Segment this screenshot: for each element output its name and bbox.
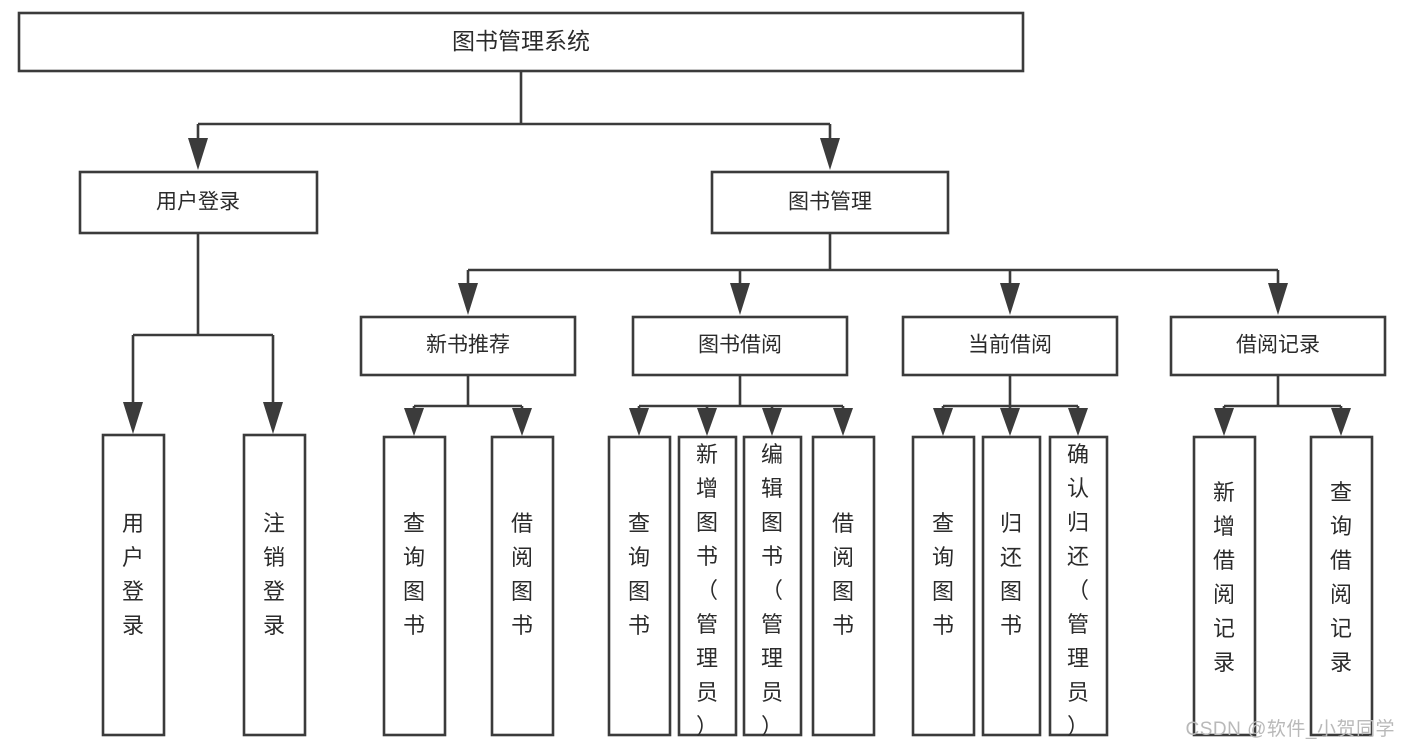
leaf-return-book[interactable]: 归还图书 — [981, 435, 1042, 737]
arrow-leaf-query-borrow-record — [1331, 408, 1351, 436]
arrow-leaf-query-book-1 — [404, 408, 424, 436]
leaf-return-book-label: 归还图书 — [1000, 511, 1022, 638]
arrow-leaf-query-book-2 — [629, 408, 649, 436]
node-book-borrow[interactable]: 图书借阅 — [631, 315, 849, 377]
arrow-borrow-record — [1268, 283, 1288, 315]
leaf-return-book-box — [981, 435, 1042, 737]
leaf-query-book-2-box — [607, 435, 672, 737]
leaf-confirm-return-admin[interactable]: 确认归还（管理员） — [1048, 435, 1109, 739]
arrow-leaf-logout-login — [263, 402, 283, 434]
leaf-query-book-1-box — [382, 435, 447, 737]
leaf-borrow-book-1-label: 借阅图书 — [511, 511, 533, 638]
leaf-logout-login[interactable]: 注销登录 — [242, 433, 307, 737]
node-borrow-record[interactable]: 借阅记录 — [1169, 315, 1387, 377]
leaf-add-borrow-record-label: 新增借阅记录 — [1213, 480, 1235, 675]
arrow-leaf-add-book-admin — [697, 408, 717, 436]
leaf-add-book-admin-label: 新增图书（管理员） — [696, 442, 718, 739]
node-new-book-recommend-box — [359, 315, 577, 377]
arrow-book-management — [820, 138, 840, 170]
arrow-book-borrow — [730, 283, 750, 315]
arrow-leaf-query-book-3 — [933, 408, 953, 436]
node-book-management-box — [710, 170, 950, 235]
csdn-watermark: CSDN @软件_小贺同学 — [1185, 719, 1395, 740]
arrow-leaf-borrow-book-1 — [512, 408, 532, 436]
leaf-query-book-1-label: 查询图书 — [403, 511, 425, 638]
arrow-current-borrow — [1000, 283, 1020, 315]
leaf-query-borrow-record[interactable]: 查询借阅记录 — [1309, 435, 1374, 737]
leaf-logout-login-label: 注销登录 — [263, 511, 285, 638]
node-new-book-recommend[interactable]: 新书推荐 — [359, 315, 577, 377]
node-book-borrow-box — [631, 315, 849, 377]
node-book-borrow-label: 图书借阅 — [698, 334, 782, 357]
leaf-query-book-3-box — [911, 435, 976, 737]
leaf-query-book-2[interactable]: 查询图书 — [607, 435, 672, 737]
leaf-confirm-return-admin-label: 确认归还（管理员） — [1067, 442, 1089, 739]
leaf-add-book-admin-box — [677, 435, 738, 737]
node-book-management-label: 图书管理 — [788, 191, 872, 214]
leaf-borrow-book-2-label: 借阅图书 — [832, 511, 854, 638]
leaf-edit-book-admin[interactable]: 编辑图书（管理员） — [742, 435, 803, 739]
leaf-borrow-book-2[interactable]: 借阅图书 — [811, 435, 876, 737]
leaf-query-borrow-record-box — [1309, 435, 1374, 737]
leaf-query-book-1[interactable]: 查询图书 — [382, 435, 447, 737]
leaf-edit-book-admin-box — [742, 435, 803, 737]
node-user-login-label: 用户登录 — [156, 191, 240, 214]
leaf-borrow-book-1-box — [490, 435, 555, 737]
node-borrow-record-box — [1169, 315, 1387, 377]
arrow-leaf-add-borrow-record — [1214, 408, 1234, 436]
arrow-leaf-confirm-return-admin — [1068, 408, 1088, 436]
node-current-borrow-box — [901, 315, 1119, 377]
leaf-borrow-book-1[interactable]: 借阅图书 — [490, 435, 555, 737]
leaf-query-book-2-label: 查询图书 — [628, 511, 650, 638]
leaf-query-book-3[interactable]: 查询图书 — [911, 435, 976, 737]
leaf-user-login[interactable]: 用户登录 — [101, 433, 166, 737]
arrow-new-book-recommend — [458, 283, 478, 315]
leaf-add-borrow-record-box — [1192, 435, 1257, 737]
arrow-leaf-user-login — [123, 402, 143, 434]
leaf-edit-book-admin-label: 编辑图书（管理员） — [761, 442, 783, 739]
node-borrow-record-label: 借阅记录 — [1236, 334, 1320, 357]
leaf-borrow-book-2-box — [811, 435, 876, 737]
leaf-user-login-label: 用户登录 — [122, 511, 144, 638]
leaf-add-borrow-record[interactable]: 新增借阅记录 — [1192, 435, 1257, 737]
leaf-query-borrow-record-label: 查询借阅记录 — [1330, 480, 1352, 675]
leaf-confirm-return-admin-box — [1048, 435, 1109, 737]
arrow-user-login — [188, 138, 208, 170]
edge-layer — [123, 71, 1351, 436]
arrow-leaf-borrow-book-2 — [833, 408, 853, 436]
node-book-management[interactable]: 图书管理 — [710, 170, 950, 235]
node-new-book-recommend-label: 新书推荐 — [426, 334, 510, 357]
node-user-login[interactable]: 用户登录 — [78, 170, 319, 235]
arrow-leaf-edit-book-admin — [762, 408, 782, 436]
node-user-login-box — [78, 170, 319, 235]
node-title-system-box — [17, 11, 1025, 73]
arrow-leaf-return-book — [1000, 408, 1020, 436]
node-current-borrow-label: 当前借阅 — [968, 334, 1052, 357]
node-current-borrow[interactable]: 当前借阅 — [901, 315, 1119, 377]
leaf-query-book-3-label: 查询图书 — [932, 511, 954, 638]
leaf-add-book-admin[interactable]: 新增图书（管理员） — [677, 435, 738, 739]
leaf-user-login-box — [101, 433, 166, 737]
leaf-logout-login-box — [242, 433, 307, 737]
node-title-system[interactable]: 图书管理系统 — [17, 11, 1025, 73]
node-title-system-label: 图书管理系统 — [452, 28, 590, 54]
